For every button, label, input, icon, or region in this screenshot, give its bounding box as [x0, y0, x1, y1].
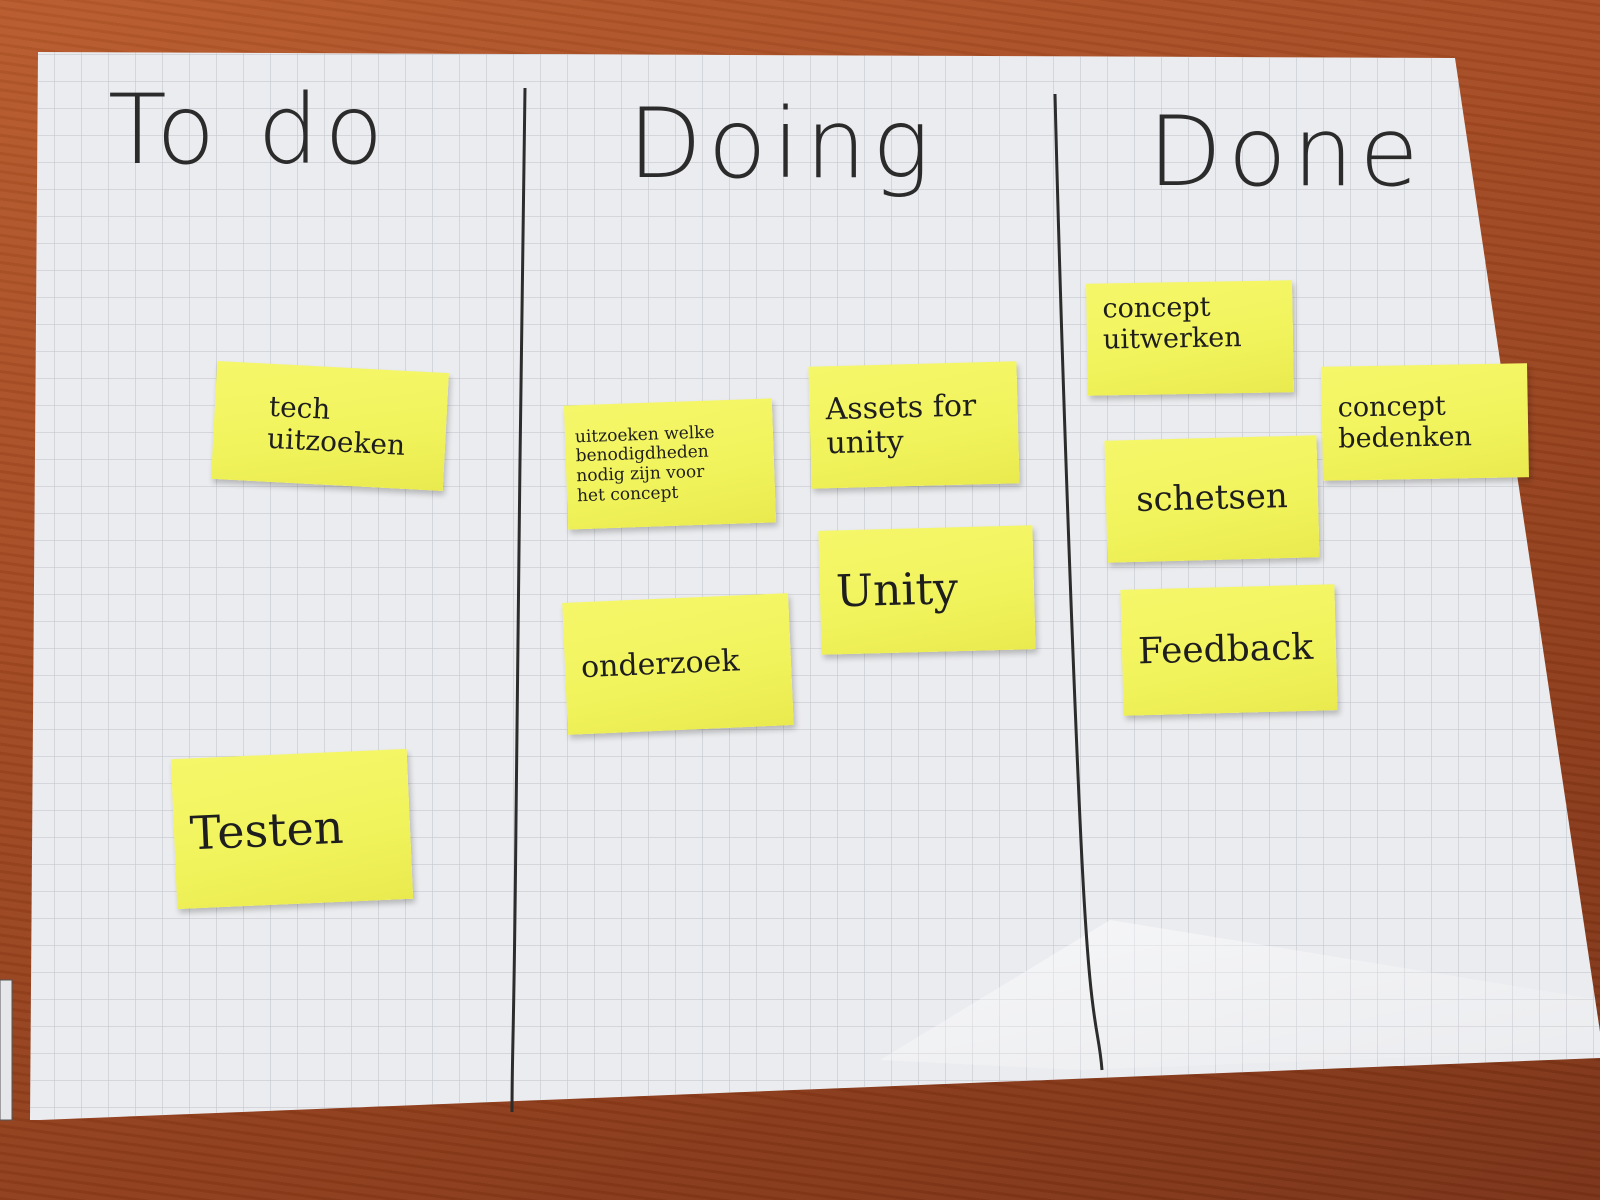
column-divider-right [1053, 93, 1104, 1071]
sticky-note-onderzoek: onderzoek [562, 593, 794, 735]
sticky-note-tech-uitzoeken: tech uitzoeken [211, 361, 449, 491]
sticky-note-schetsen: schetsen [1104, 435, 1320, 563]
sticky-note-feedback: Feedback [1120, 584, 1338, 716]
sticky-note-testen: Testen [170, 748, 414, 910]
column-title-doing: Doing [628, 88, 936, 200]
sticky-note-concept-bedenken: concept bedenken [1321, 363, 1529, 481]
column-title-done: Done [1148, 96, 1425, 208]
column-divider-left [510, 87, 527, 1113]
sticky-note-unity: Unity [818, 525, 1036, 655]
column-title-todo: To do [108, 74, 390, 186]
sticky-note-concept-uitwerken: concept uitwerken [1086, 280, 1294, 396]
sticky-note-uitzoeken-welke: uitzoeken welke benodigdheden nodig zijn… [563, 398, 777, 530]
sticky-note-assets-for-unity: Assets for unity [808, 361, 1020, 489]
